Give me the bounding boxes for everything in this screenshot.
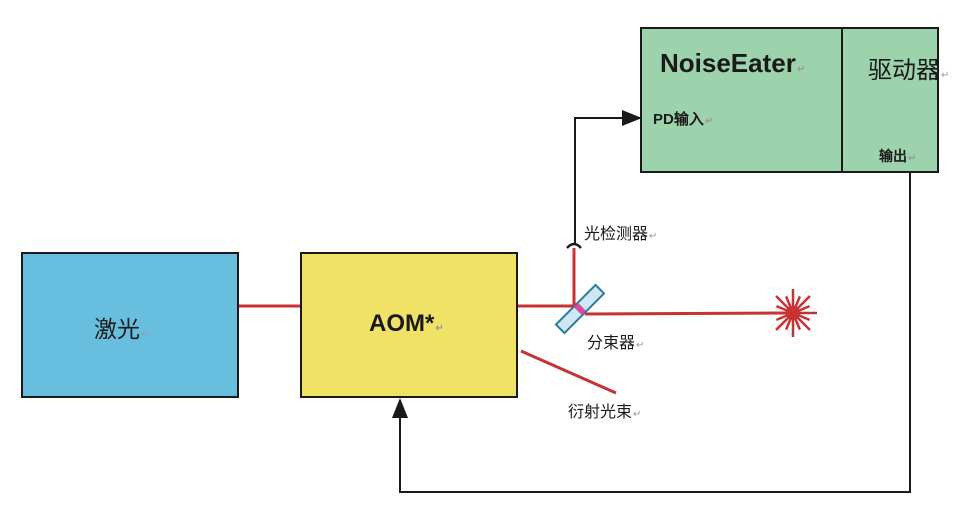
return-mark-icon: ↵ [704, 116, 714, 127]
noise-eater-block [640, 27, 843, 173]
laser-label: 激光↵ [94, 310, 149, 344]
beam-splitter [554, 283, 606, 335]
pd-input-label: PD输入↵ [653, 108, 713, 129]
pd-input-label-text: PD输入 [653, 111, 704, 128]
driver-output-label: 输出↵ [879, 146, 916, 166]
aom-label: AOM*↵ [369, 310, 444, 338]
aom-block [300, 252, 518, 398]
return-mark-icon: ↵ [636, 340, 645, 351]
beam-splitter-label: 分束器↵ [587, 329, 644, 353]
laser-label-text: 激光 [94, 317, 140, 343]
laser-block [21, 252, 239, 398]
noise-eater-label-text: NoiseEater [660, 48, 796, 78]
return-mark-icon: ↵ [649, 231, 658, 242]
signal-driver-to-aom [392, 172, 911, 493]
return-mark-icon: ↵ [941, 70, 950, 81]
return-mark-icon: ↵ [908, 153, 917, 164]
return-mark-icon: ↵ [435, 323, 444, 334]
driver-label-text: 驱动器 [868, 56, 940, 84]
burst-center [786, 306, 800, 320]
photodetector-label-text: 光检测器 [584, 224, 649, 243]
beam-splitter-label-text: 分束器 [587, 333, 636, 352]
driver-block [841, 27, 939, 173]
aom-label-text: AOM* [369, 310, 435, 337]
diffracted-beam-label-text: 衍射光束 [568, 402, 633, 421]
diffracted-beam-label: 衍射光束↵ [568, 398, 641, 422]
photodetector-icon [566, 242, 582, 249]
beam-splitter-to-target [584, 311, 796, 316]
diffracted-beam [520, 349, 617, 395]
return-mark-icon: ↵ [633, 409, 642, 420]
driver-output-label-text: 输出 [879, 149, 907, 165]
return-mark-icon: ↵ [141, 329, 150, 340]
signal-detector-to-pd-input [574, 110, 642, 244]
photodetector-label: 光检测器↵ [584, 220, 657, 244]
noise-eater-label: NoiseEater↵ [660, 48, 805, 79]
return-mark-icon: ↵ [796, 64, 806, 75]
laser-target-burst-icon [769, 289, 817, 337]
driver-label: 驱动器↵ [868, 50, 949, 85]
